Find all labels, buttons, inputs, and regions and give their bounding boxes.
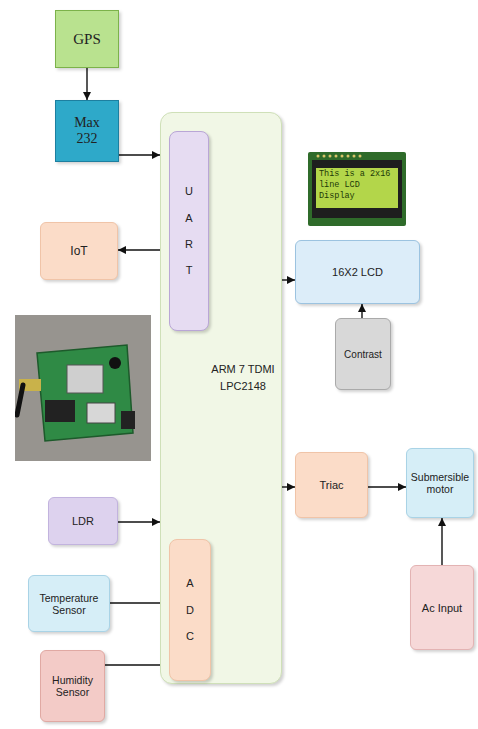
connector-arrow: [118, 521, 160, 522]
node-text: ADC: [185, 570, 196, 649]
adc-block: ADC: [169, 539, 211, 681]
max232-box: Max 232: [55, 100, 119, 162]
ac-input-box: Ac Input: [410, 565, 474, 650]
lcd-box: 16X2 LCD: [295, 240, 420, 304]
gsm-module-photo: [15, 315, 151, 461]
connector-arrow: [86, 68, 87, 100]
node-text: Max 232: [68, 115, 106, 147]
lcd-screen-text: This is a 2x16 line LCD Display: [319, 169, 397, 202]
node-text: UART: [184, 178, 195, 284]
gps-box: GPS: [55, 10, 119, 68]
node-text: LDR: [72, 515, 94, 527]
connector-arrow: [361, 304, 362, 318]
motor-box: Submersible motor: [406, 448, 474, 518]
node-text: ARM 7 TDMI LPC2148: [207, 361, 279, 394]
node-text: Temperature Sensor: [32, 592, 106, 616]
ldr-box: LDR: [48, 497, 118, 545]
node-text: Contrast: [344, 349, 382, 360]
connector-arrow: [282, 279, 295, 280]
microcontroller-box: ARM 7 TDMI LPC2148 UART ADC: [160, 112, 282, 684]
connector-arrow: [282, 486, 295, 487]
triac-box: Triac: [295, 452, 368, 518]
sensor-box: Humidity Sensor: [40, 650, 105, 722]
contrast-box: Contrast: [335, 318, 391, 390]
node-text: 16X2 LCD: [332, 266, 383, 278]
node-text: Humidity Sensor: [44, 674, 101, 698]
uart-block: UART: [169, 131, 209, 331]
node-text: IoT: [70, 244, 87, 258]
node-text: Ac Input: [422, 602, 462, 614]
connector-arrow: [368, 486, 406, 487]
iot-box: IoT: [40, 222, 118, 280]
node-text: GPS: [73, 31, 101, 48]
node-text: Submersible motor: [410, 471, 470, 495]
connector-arrow: [441, 518, 442, 565]
node-text: Triac: [319, 479, 343, 491]
sensor-box: Temperature Sensor: [28, 575, 110, 632]
connector-arrow: [119, 154, 160, 155]
